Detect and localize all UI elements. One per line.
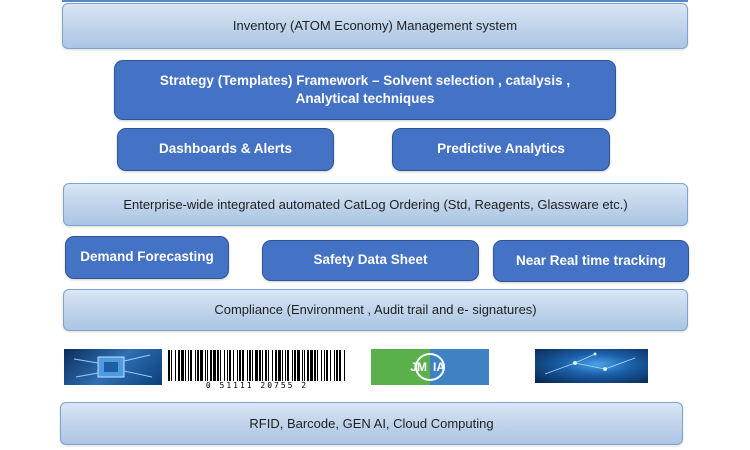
enterprise-ordering-label: Enterprise-wide integrated automated Cat… — [123, 196, 628, 212]
barcode-bar — [344, 350, 345, 381]
demand-forecasting-box: Demand Forecasting — [65, 236, 229, 279]
strategy-framework-box: Strategy (Templates) Framework – Solvent… — [114, 60, 616, 120]
barcode-bar — [326, 350, 328, 381]
barcode-bar — [262, 350, 263, 381]
dashboards-alerts-box: Dashboards & Alerts — [117, 128, 334, 171]
cloud-computing-image — [535, 349, 648, 383]
barcode-bar — [310, 350, 313, 381]
barcode-bar — [259, 350, 261, 381]
barcode-bar — [237, 350, 238, 381]
barcode-bar — [255, 350, 258, 381]
barcode-bar — [247, 350, 248, 381]
barcode-bar — [317, 350, 318, 381]
barcode-bar — [265, 350, 267, 381]
predictive-analytics-box: Predictive Analytics — [392, 128, 610, 171]
barcode-bar — [224, 350, 225, 381]
barcode-bar — [217, 350, 219, 381]
barcode-bar — [178, 350, 180, 381]
strategy-framework-label-line1: Strategy (Templates) Framework – Solvent… — [159, 72, 571, 88]
barcode-bar — [272, 350, 273, 381]
inventory-management-box: Inventory (ATOM Economy) Management syst… — [62, 3, 688, 49]
barcode-bar — [171, 350, 172, 381]
technologies-box: RFID, Barcode, GEN AI, Cloud Computing — [60, 402, 683, 445]
barcode-bar — [213, 350, 216, 381]
barcode-bar — [336, 350, 338, 381]
barcode-bar — [268, 350, 269, 381]
barcode-bar — [287, 350, 289, 381]
barcode-bar — [220, 350, 221, 381]
barcode-bar — [297, 350, 300, 381]
technologies-label: RFID, Barcode, GEN AI, Cloud Computing — [249, 415, 494, 431]
dashboards-alerts-label: Dashboards & Alerts — [158, 141, 293, 157]
barcode-bar — [188, 350, 189, 381]
barcode-bar — [249, 350, 251, 381]
barcode-bar — [200, 350, 203, 381]
barcode-bar — [242, 350, 244, 381]
barcode-bar — [185, 350, 186, 381]
barcode-bar — [307, 350, 309, 381]
top-border-line — [62, 0, 688, 2]
barcode-bar — [210, 350, 212, 381]
cloud-network-icon — [544, 352, 636, 375]
realtime-tracking-label: Near Real time tracking — [515, 252, 667, 268]
barcode-bar — [168, 350, 170, 381]
compliance-label: Compliance (Environment , Audit trail an… — [214, 302, 537, 318]
barcode-bar — [275, 350, 277, 381]
barcode-bar — [294, 350, 296, 381]
barcode-bar — [233, 350, 234, 381]
barcode-bar — [321, 350, 322, 381]
barcode-bar — [330, 350, 331, 381]
rfid-chip-icon — [73, 354, 153, 378]
barcode-digits: 0 51111 20755 2 — [205, 381, 309, 390]
barcode-bar — [227, 350, 228, 381]
barcode-bar — [229, 350, 231, 381]
barcode-bar — [314, 350, 316, 381]
demand-forecasting-label: Demand Forecasting — [80, 249, 214, 265]
barcode-image: 0 51111 20755 2 — [164, 350, 350, 390]
inventory-management-label: Inventory (ATOM Economy) Management syst… — [232, 18, 518, 34]
barcode-bar — [181, 350, 184, 381]
barcode-bar — [175, 350, 176, 381]
strategy-framework-label-line2: Analytical techniques — [295, 91, 435, 106]
barcode-bar — [207, 350, 208, 381]
realtime-tracking-box: Near Real time tracking — [493, 240, 689, 282]
barcode-bar — [334, 350, 335, 381]
ai-brain-icon — [415, 353, 445, 381]
barcode-bar — [239, 350, 241, 381]
barcode-bar — [302, 350, 303, 381]
barcode-bar — [205, 350, 206, 381]
barcode-bar — [190, 350, 192, 381]
rfid-tech-image — [64, 349, 162, 385]
barcode-bar — [339, 350, 341, 381]
gen-ai-logo-image: JM IA — [371, 349, 489, 385]
safety-data-sheet-label: Safety Data Sheet — [313, 252, 428, 268]
barcode-bar — [292, 350, 293, 381]
barcode-bar — [304, 350, 305, 381]
predictive-analytics-label: Predictive Analytics — [437, 141, 565, 157]
barcode-bar — [282, 350, 283, 381]
barcode-bar — [252, 350, 253, 381]
safety-data-sheet-box: Safety Data Sheet — [262, 240, 479, 281]
barcode-icon — [168, 350, 345, 381]
barcode-bar — [197, 350, 199, 381]
barcode-bar — [285, 350, 286, 381]
compliance-box: Compliance (Environment , Audit trail an… — [63, 289, 688, 331]
barcode-bar — [278, 350, 281, 381]
enterprise-ordering-box: Enterprise-wide integrated automated Cat… — [63, 183, 688, 226]
barcode-bar — [324, 350, 325, 381]
barcode-bar — [195, 350, 196, 381]
